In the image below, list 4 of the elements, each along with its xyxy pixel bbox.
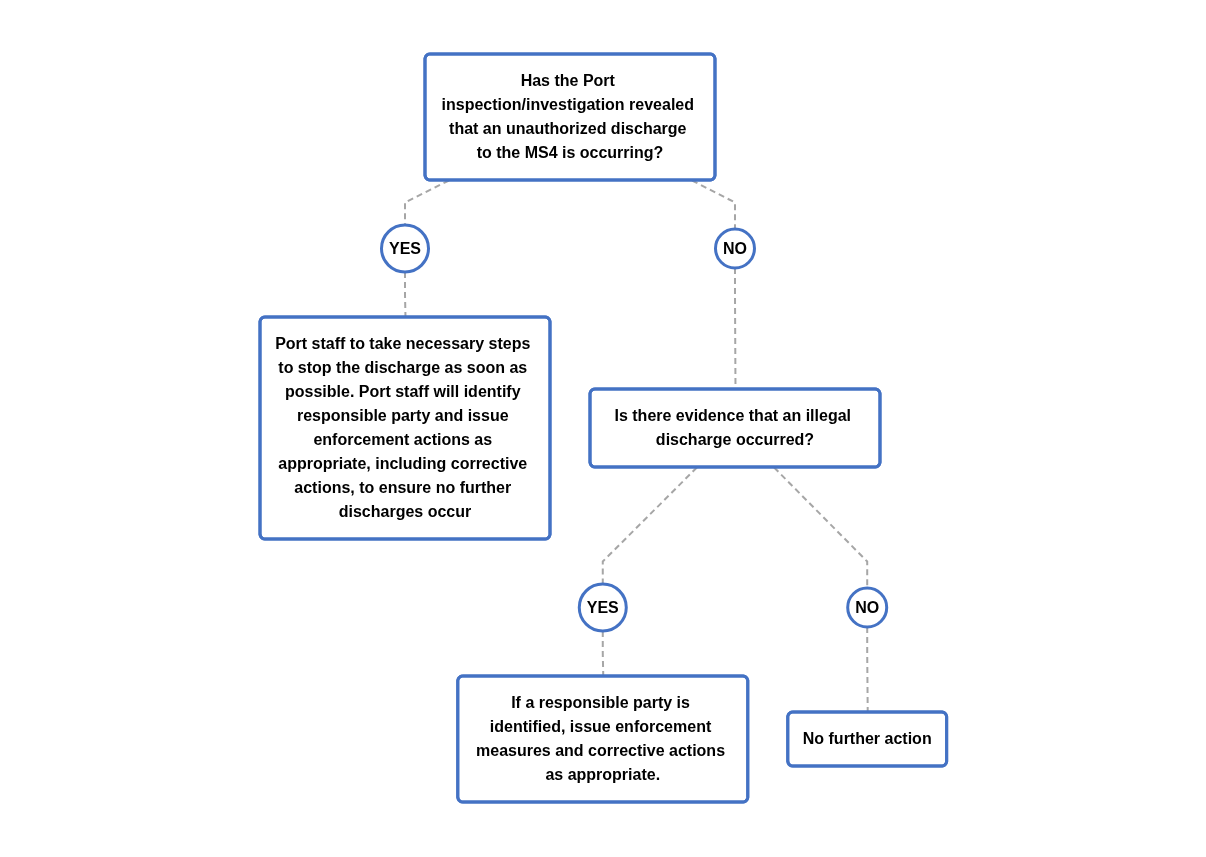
node-circle: YES <box>379 224 430 274</box>
node-circle: NO <box>713 228 756 270</box>
node-circle: NO <box>845 587 888 629</box>
node-circle: YES <box>577 583 628 633</box>
